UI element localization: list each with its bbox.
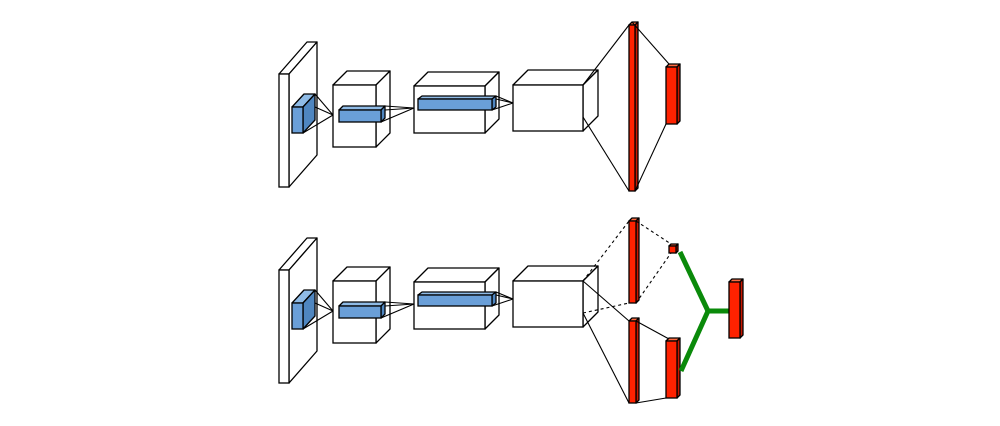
merge-line-lower bbox=[678, 309, 711, 373]
branch-a-fc bbox=[628, 217, 640, 304]
branch-a-fan-bottom bbox=[582, 302, 630, 314]
receptive-line-2 bbox=[314, 302, 334, 312]
conv1-link-3 bbox=[380, 107, 415, 123]
fused-output bbox=[728, 278, 744, 339]
conv1-link-2 bbox=[384, 303, 415, 307]
conv2-kernel bbox=[417, 291, 497, 307]
input-image-front bbox=[278, 73, 290, 188]
conv1-link-3 bbox=[380, 303, 415, 319]
branch-b-fan-bottom bbox=[582, 312, 630, 404]
conv1-link-2 bbox=[384, 107, 415, 111]
conv-block-3 bbox=[512, 69, 599, 132]
receptive-line-1 bbox=[314, 289, 334, 312]
conv1-kernel-front bbox=[338, 305, 382, 319]
input-kernel-front bbox=[291, 106, 304, 134]
receptive-line-3 bbox=[302, 310, 334, 330]
fc-layer-1-front bbox=[628, 24, 636, 192]
input-image-front bbox=[278, 269, 290, 384]
fc-fan-bottom bbox=[582, 116, 630, 192]
conv2-link-2 bbox=[495, 98, 514, 104]
fc-fan-top bbox=[582, 24, 630, 86]
fc-layer-1 bbox=[628, 21, 639, 192]
input-kernel bbox=[291, 93, 316, 134]
conv1-kernel bbox=[338, 301, 386, 319]
conv2-kernel-front bbox=[417, 294, 493, 307]
receptive-line-2 bbox=[314, 106, 334, 116]
branch-a-out-bottom bbox=[635, 252, 672, 304]
out-fan-bottom bbox=[634, 123, 667, 192]
branch-b-output-front bbox=[665, 340, 678, 399]
input-kernel-front bbox=[291, 302, 304, 330]
conv-block-3 bbox=[512, 265, 599, 328]
branch-b-fc bbox=[628, 317, 640, 404]
conv2-link-3 bbox=[491, 102, 514, 111]
conv1-link-1 bbox=[384, 301, 415, 305]
branch-b-out-top bbox=[635, 320, 670, 340]
top-network bbox=[278, 21, 681, 192]
bottom-network bbox=[278, 217, 744, 404]
fused-output-front bbox=[728, 281, 741, 339]
merge-line-upper bbox=[677, 250, 711, 313]
conv-block-3-front bbox=[512, 84, 584, 132]
branch-b-out-bottom bbox=[635, 397, 667, 404]
branch-a-fc-front bbox=[628, 220, 637, 304]
branch-b-fc-front bbox=[628, 320, 637, 404]
fc-layer-2-front bbox=[665, 66, 678, 125]
conv2-link-3 bbox=[491, 298, 514, 307]
branch-a-output-front bbox=[668, 245, 677, 254]
fc-layer-2 bbox=[665, 63, 681, 125]
conv-block-3-front bbox=[512, 280, 584, 328]
branch-b-output bbox=[665, 337, 681, 399]
receptive-line-1 bbox=[314, 93, 334, 116]
receptive-line-3 bbox=[302, 114, 334, 134]
conv1-link-1 bbox=[384, 105, 415, 109]
conv1-kernel-front bbox=[338, 109, 382, 123]
out-fan-top bbox=[631, 21, 670, 65]
conv2-link-2 bbox=[495, 294, 514, 300]
conv2-kernel-front bbox=[417, 98, 493, 111]
branch-a-output bbox=[668, 243, 679, 254]
branch-a-out-top bbox=[635, 220, 672, 245]
branch-a-fan-top bbox=[582, 220, 630, 282]
branch-b-fan-top bbox=[582, 280, 630, 322]
conv2-kernel bbox=[417, 95, 497, 111]
conv1-kernel bbox=[338, 105, 386, 123]
